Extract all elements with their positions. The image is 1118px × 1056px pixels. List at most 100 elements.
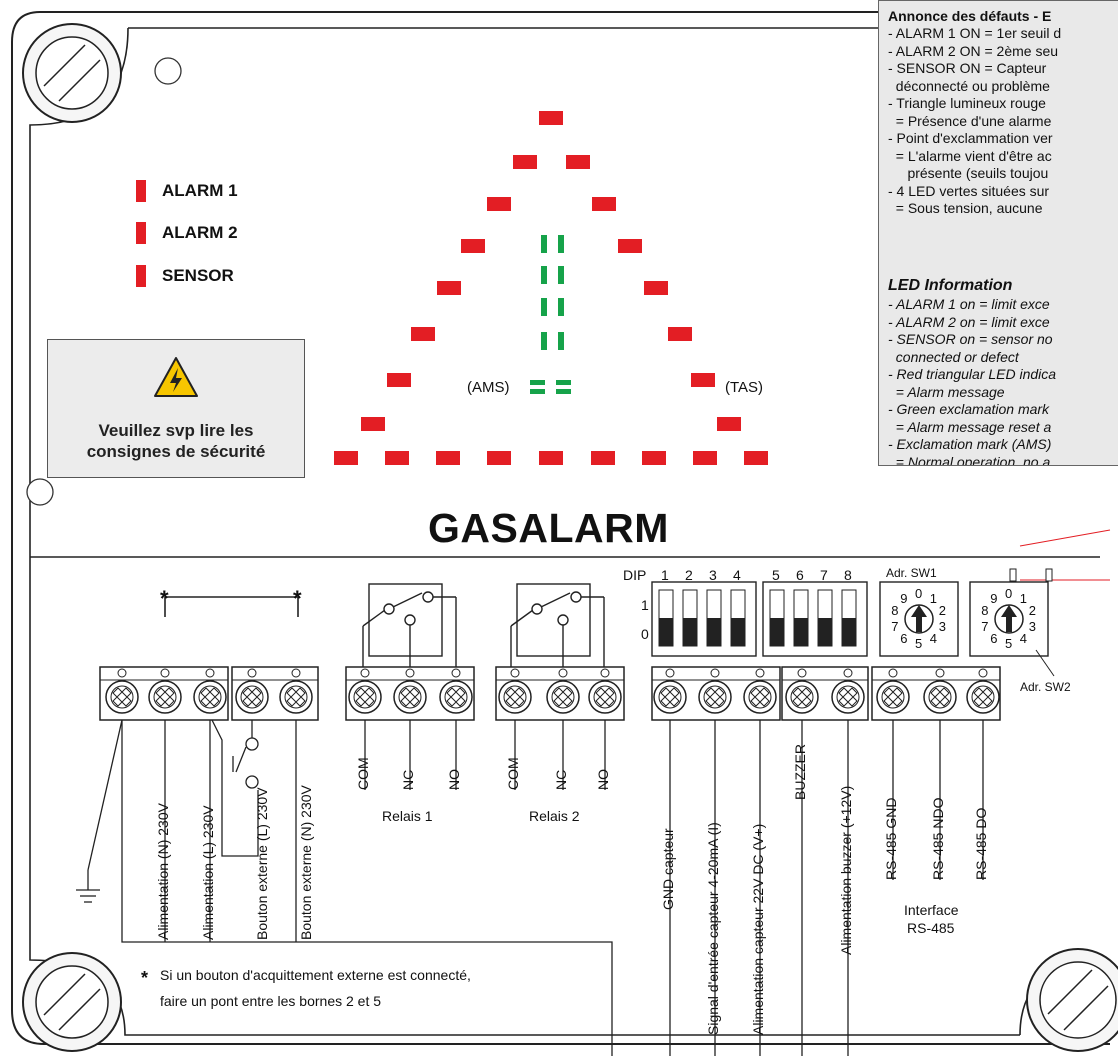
rotary-sw2-label: Adr. SW2 [1020, 680, 1071, 694]
dip-switch-block-1 [651, 581, 757, 657]
rotary-digit: 6 [990, 631, 998, 647]
star-marker-2: * [293, 586, 302, 611]
mounting-hole-3 [26, 478, 54, 506]
info-line-en: = Normal operation, no a [888, 453, 1051, 466]
led-sensor [136, 265, 146, 287]
terminal-label: RS-485 DO [973, 807, 989, 880]
rotary-digit: 4 [929, 631, 937, 647]
rotary-digit: 7 [981, 618, 989, 634]
terminal-blocks [99, 666, 1001, 721]
info-line-en: - Green exclamation mark [888, 401, 1050, 417]
rotary-digit: 8 [981, 603, 989, 619]
info-line-en: - Exclamation mark (AMS) [888, 436, 1052, 452]
info-line-en: - SENSOR on = sensor no [888, 331, 1053, 347]
safety-warning-line1: Veuillez svp lire les [98, 421, 254, 440]
info-line-fr: présente (seuils toujou [888, 165, 1049, 181]
dip-number: 1 [661, 567, 669, 583]
mounting-hole-1 [154, 57, 182, 85]
label-ams: (AMS) [467, 379, 510, 396]
dip-number: 3 [709, 567, 717, 583]
rotary-digit: 3 [1028, 618, 1036, 634]
rotary-digit: 7 [891, 618, 899, 634]
neutral-return-wire [121, 720, 613, 1056]
terminal-label: COM [505, 757, 521, 790]
terminal-label: GND capteur [660, 828, 676, 910]
relay1-group-label: Relais 1 [382, 808, 433, 824]
relay-2-symbol [510, 583, 605, 667]
info-line-fr: - 4 LED vertes situées sur [888, 182, 1050, 199]
dip-number: 4 [733, 567, 741, 583]
rotary-digit: 3 [938, 618, 946, 634]
terminal-label: Alimentation (N) 230V [155, 803, 171, 940]
footnote-line2: faire un pont entre les bornes 2 et 5 [160, 993, 382, 1009]
dip-number: 2 [685, 567, 693, 583]
rotary-digit: 0 [915, 586, 923, 601]
terminal-label: NO [446, 769, 462, 790]
info-line-en: connected or defect [888, 348, 1019, 365]
info-line-fr: - Point d'exclammation ver [888, 130, 1053, 146]
info-line-en: - Red triangular LED indica [888, 366, 1057, 382]
terminal-label: Alimentation capteur 22V DC (V+) [750, 823, 766, 1035]
rotary-digit: 2 [938, 603, 946, 619]
rotary-digit: 1 [1019, 590, 1027, 606]
rotary-digit: 5 [1005, 636, 1013, 651]
footnote-line1: Si un bouton d'acquittement externe est … [160, 967, 471, 983]
green-exclamation-leds [530, 235, 571, 394]
rotary-digit: 9 [900, 590, 908, 606]
info-line-fr: = Présence d'une alarme [888, 112, 1052, 129]
terminal-label: Signal d'entrée capteur 4-20mA (I) [705, 822, 721, 1035]
label-alarm2: ALARM 2 [162, 223, 238, 242]
info-line-en: - ALARM 1 on = limit exce [888, 296, 1050, 312]
interface-group-label-1: Interface [904, 902, 959, 918]
dip-number: 8 [844, 567, 852, 583]
safety-warning-text: Veuillez svp lire les consignes de sécur… [48, 420, 304, 462]
label-sensor: SENSOR [162, 266, 234, 285]
rotary-switch-sw2 [969, 581, 1055, 677]
jumper-pin-2 [1045, 568, 1053, 582]
rotary-digit: 9 [990, 590, 998, 606]
rotary-digit: 8 [891, 603, 899, 619]
info-line-fr: - Triangle lumineux rouge [888, 95, 1046, 111]
terminal-label: COM [355, 757, 371, 790]
info-line-fr: = L'alarme vient d'être ac [888, 147, 1052, 164]
brand-title: GASALARM [428, 505, 669, 551]
corner-screw-tl [22, 23, 122, 123]
info-line-en: = Alarm message [888, 383, 1005, 400]
info-title-fr: Annonce des défauts - E [888, 8, 1052, 24]
info-line-en: = Alarm message reset a [888, 418, 1052, 435]
dip-number: 5 [772, 567, 780, 583]
bridge-2-5 [164, 596, 299, 617]
footnote-star: * [141, 968, 149, 988]
rotary-digit: 0 [1005, 586, 1013, 601]
info-line-fr: - ALARM 1 ON = 1er seuil d [888, 25, 1062, 41]
terminal-label: Alimentation (L) 230V [200, 805, 216, 940]
terminal-label: RS-485 NDO [930, 797, 946, 880]
star-marker-1: * [160, 586, 169, 611]
rotary-digit: 2 [1028, 603, 1036, 619]
terminal-label: Alimentation buzzer (+12V) [838, 785, 854, 955]
terminal-label: NC [553, 769, 569, 790]
dip-number: 7 [820, 567, 828, 583]
led-alarm2 [136, 222, 146, 244]
dip-number: 6 [796, 567, 804, 583]
red-triangle-leds [334, 111, 768, 465]
interface-group-label-2: RS-485 [907, 920, 955, 936]
terminal-label: Bouton externe (N) 230V [298, 785, 314, 940]
rotary-digit: 4 [1019, 631, 1027, 647]
rotary-switch-sw1 [879, 581, 959, 657]
label-tas: (TAS) [725, 379, 764, 396]
high-voltage-warning-icon [154, 357, 198, 397]
info-line-fr: déconnecté ou problème [888, 77, 1050, 94]
earth-connection [76, 719, 123, 903]
rotary-sw1-label: Adr. SW1 [886, 566, 937, 580]
fault-info-panel: Annonce des défauts - E - ALARM 1 ON = 1… [878, 0, 1118, 466]
info-line-en: - ALARM 2 on = limit exce [888, 313, 1050, 330]
external-button-wiring [211, 719, 259, 857]
safety-warning-box: Veuillez svp lire les consignes de sécur… [47, 339, 305, 478]
terminal-wires [164, 720, 984, 1056]
dip-label: DIP [623, 567, 647, 583]
terminal-label: Bouton externe (L) 230V [254, 787, 270, 940]
dip-switch-block-2 [762, 581, 868, 657]
